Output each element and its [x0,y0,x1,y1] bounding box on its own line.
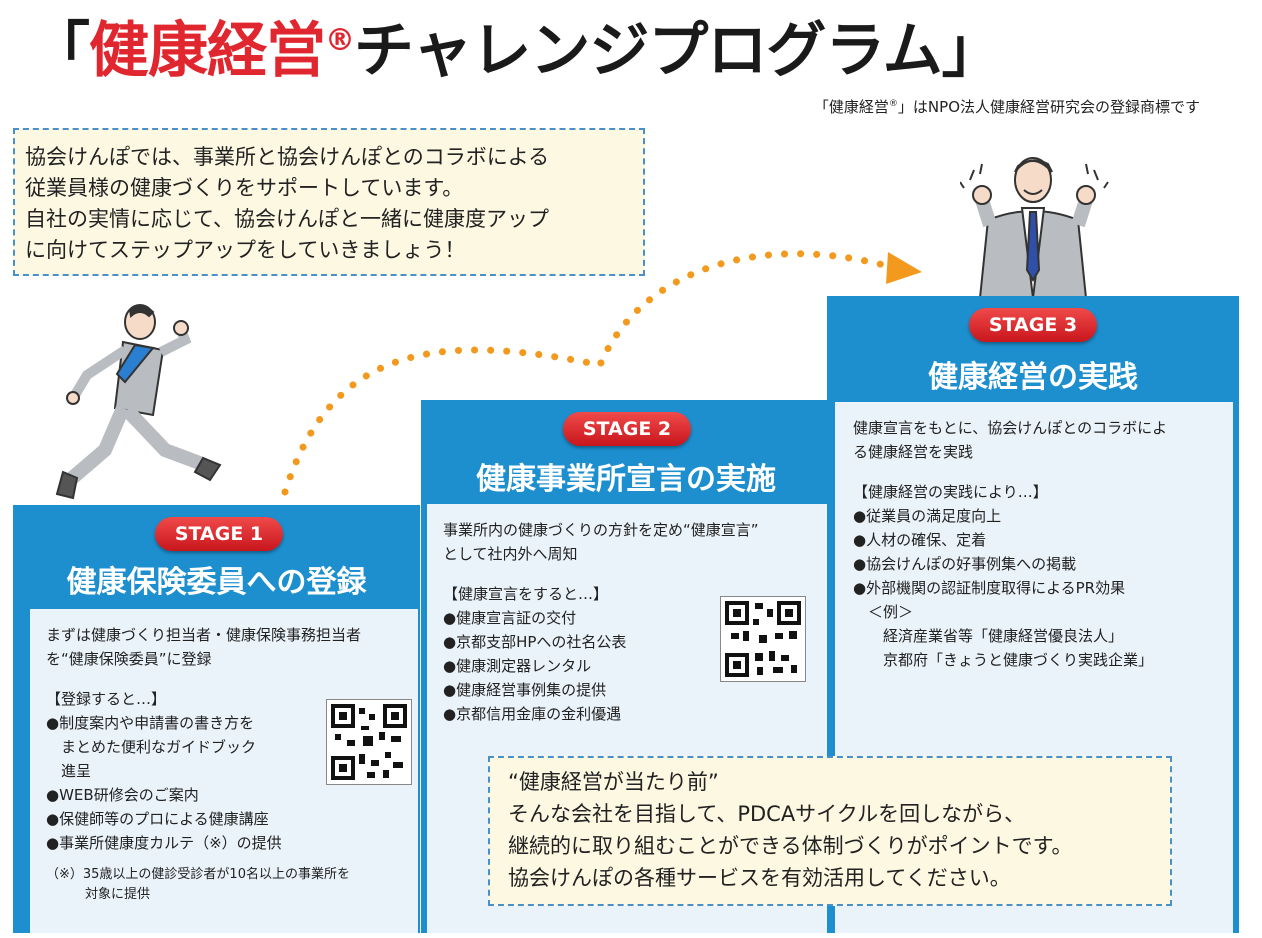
stage2-benefit: ●京都信用金庫の金利優遇 [443,705,622,723]
stage1-footnote: （※）35歳以上の健診受診者が10名以上の事業所を 対象に提供 [46,865,402,905]
key-point-line: そんな会社を目指して、PDCAサイクルを回しながら、 [508,802,1026,826]
intro-box: 協会けんぽでは、事業所と協会けんぽとのコラボによる 従業員様の健康づくりをサポー… [13,128,645,276]
stage1-title: 健康保険委員への登録 [66,565,367,600]
stage2-line: として社内外へ周知 [443,545,578,563]
stage1-line: まずは健康づくり担当者・健康保険事務担当者 [46,626,362,644]
stage2-title: 健康事業所宣言の実施 [476,462,776,497]
stage3-benefit: ●人材の確保、定着 [853,531,987,549]
stage1-benefit: 進呈 [46,762,92,780]
stage1-benefit: まとめた便利なガイドブック [46,738,257,756]
running-businessman-illustration [55,304,222,500]
stage1-benefit: ●WEB研修会のご案内 [46,786,199,804]
intro-line: に向けてステップアップをしていきましょう！ [25,238,466,262]
qr-code-icon[interactable] [720,596,806,682]
stage1-panel: STAGE 1 健康保険委員への登録 まずは健康づくり担当者・健康保険事務担当者… [13,505,420,933]
stage2-badge: STAGE 2 [563,412,691,446]
stage1-benefits-heading: 【登録すると…】 [46,690,167,708]
intro-line: 従業員様の健康づくりをサポートしています。 [25,176,464,200]
stage2-benefit: ●健康経営事例集の提供 [443,681,607,699]
key-point-line: 継続的に取り組むことができる体制づくりがポイントです。 [508,834,1073,858]
stage3-title: 健康経営の実践 [928,360,1138,395]
stage3-badge: STAGE 3 [969,308,1097,342]
intro-line: 自社の実情に応じて、協会けんぽと一緒に健康度アップ [25,207,549,231]
stage3-benefit: ●外部機関の認証制度取得によるPR効果 [853,579,1126,597]
key-point-line: “健康経営が当たり前” [508,770,719,794]
intro-line: 協会けんぽでは、事業所と協会けんぽとのコラボによる [25,145,550,169]
stage2-benefits-heading: 【健康宣言をすると…】 [443,585,609,603]
trademark-note: 「健康経営®」はNPO法人健康経営研究会の登録商標です [813,98,1200,116]
key-point-box: “健康経営が当たり前” そんな会社を目指して、PDCAサイクルを回しながら、 継… [488,756,1172,906]
stage3-benefit: ●従業員の満足度向上 [853,507,1002,525]
stage3-benefit: ●協会けんぽの好事例集への掲載 [853,555,1077,573]
stage3-benefit: ＜例＞ [853,603,914,621]
stage3-line: る健康経営を実践 [853,443,974,461]
stage1-footnote-line: （※）35歳以上の健診受診者が10名以上の事業所を [46,867,350,882]
key-point-line: 協会けんぽの各種サービスを有効活用してください。 [508,866,1011,890]
stage2-benefit: ●京都支部HPへの社名公表 [443,633,627,651]
stage1-benefit: ●保健師等のプロによる健康講座 [46,810,269,828]
stage1-body: まずは健康づくり担当者・健康保険事務担当者 を“健康保険委員”に登録 【登録する… [30,609,418,933]
stage2-line: 事業所内の健康づくりの方針を定め“健康宣言” [443,521,759,539]
stage3-benefits-heading: 【健康経営の実践により…】 [853,483,1048,501]
stage3-benefit: 京都府「きょうと健康づくり実践企業」 [853,651,1154,669]
stage2-benefit: ●健康宣言証の交付 [443,609,577,627]
stage3-benefit: 経済産業省等「健康経営優良法人」 [853,627,1124,645]
stage1-benefit: ●制度案内や申請書の書き方を [46,714,255,732]
stage3-line: 健康宣言をもとに、協会けんぽとのコラボによ [853,419,1168,437]
stage1-line: を“健康保険委員”に登録 [46,650,212,668]
stage1-benefit: ●事業所健康度カルテ（※）の提供 [46,834,282,852]
qr-code-icon[interactable] [326,699,412,785]
page-title: 「健康経営®チャレンジプログラム」 [30,16,1002,86]
arrow-head-icon [886,252,922,284]
cheering-businessman-illustration [960,157,1109,298]
stage1-footnote-line: 対象に提供 [46,887,151,902]
stage2-benefit: ●健康測定器レンタル [443,657,592,675]
stage1-badge: STAGE 1 [155,517,283,551]
